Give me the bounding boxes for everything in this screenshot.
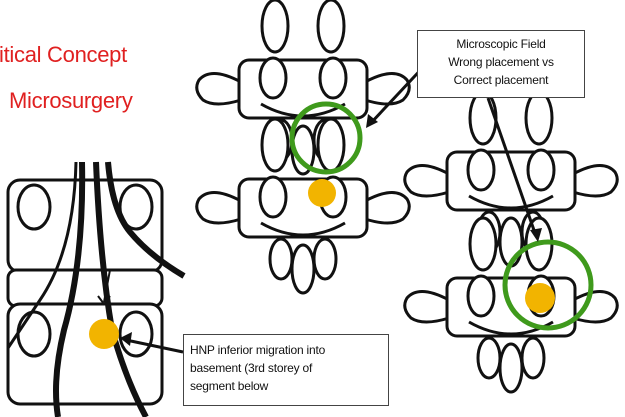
- hnp-dot-left: [89, 319, 119, 349]
- slide-title-line2: Microsurgery: [9, 88, 133, 114]
- coronal-spine-diagram: [8, 162, 184, 417]
- hnp-dot-right: [525, 283, 555, 313]
- vertebra-right-upper: [405, 92, 618, 266]
- hnp-dot-middle: [308, 179, 336, 207]
- callout-hnp-migration: HNP inferior migration into basement (3r…: [183, 334, 389, 406]
- callout-hnp-line3: segment below: [190, 377, 388, 395]
- callout-hnp-line1: HNP inferior migration into: [190, 341, 388, 359]
- callout-field-line2: Wrong placement vs: [418, 53, 584, 71]
- callout-hnp-line2: basement (3rd storey of: [190, 359, 388, 377]
- callout-field-line3: Correct placement: [418, 71, 584, 89]
- vertebra-middle-upper: [197, 0, 410, 174]
- slide-title-line1: ritical Concept: [0, 42, 127, 68]
- callout-microscopic-field: Microscopic Field Wrong placement vs Cor…: [417, 30, 585, 98]
- callout-field-line1: Microscopic Field: [418, 35, 584, 53]
